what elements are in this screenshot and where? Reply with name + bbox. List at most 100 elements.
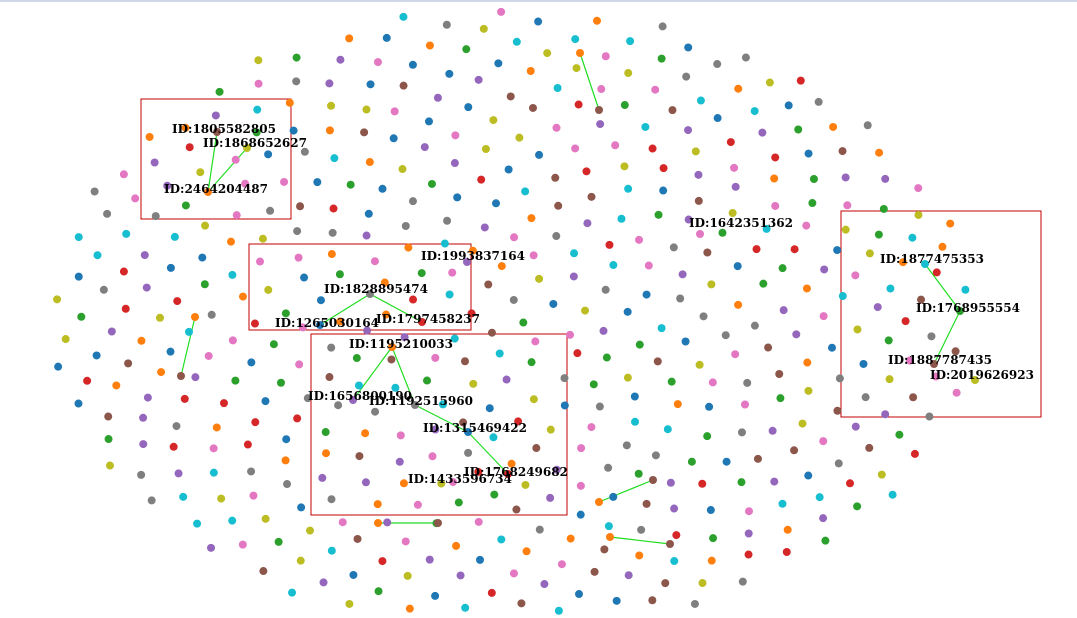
graph-node[interactable] (461, 603, 470, 612)
graph-node[interactable] (329, 204, 338, 213)
graph-node[interactable] (574, 100, 583, 109)
graph-node[interactable] (834, 459, 843, 468)
graph-node[interactable] (566, 330, 575, 339)
graph-node[interactable] (361, 429, 370, 438)
graph-node[interactable] (648, 144, 657, 153)
graph-node[interactable] (401, 221, 410, 230)
graph-node-n1887787435[interactable] (930, 360, 938, 368)
graph-node[interactable] (707, 280, 716, 289)
graph-node[interactable] (611, 141, 620, 150)
graph-node[interactable] (215, 87, 224, 96)
graph-node[interactable] (53, 295, 62, 304)
graph-node[interactable] (373, 500, 382, 509)
graph-node[interactable] (595, 402, 604, 411)
graph-node[interactable] (694, 170, 703, 179)
graph-node-n1768249682[interactable] (504, 470, 512, 478)
graph-node[interactable] (804, 386, 813, 395)
graph-node[interactable] (961, 285, 970, 294)
graph-node[interactable] (139, 413, 148, 422)
graph-node[interactable] (895, 430, 904, 439)
graph-node[interactable] (459, 418, 468, 427)
graph-node[interactable] (303, 394, 312, 403)
graph-node[interactable] (316, 296, 325, 305)
graph-node[interactable] (179, 492, 188, 501)
graph-node[interactable] (863, 121, 872, 130)
graph-node[interactable] (254, 79, 263, 88)
graph-node[interactable] (910, 449, 919, 458)
graph-node[interactable] (827, 343, 836, 352)
graph-node[interactable] (243, 440, 252, 449)
graph-node[interactable] (881, 174, 890, 183)
graph-node[interactable] (684, 126, 693, 135)
graph-node[interactable] (249, 491, 258, 500)
graph-node[interactable] (670, 504, 679, 513)
graph-node[interactable] (228, 516, 237, 525)
graph-node[interactable] (517, 599, 526, 608)
graph-node[interactable] (211, 111, 220, 120)
graph-node[interactable] (99, 285, 108, 294)
graph-node[interactable] (373, 58, 382, 67)
graph-node[interactable] (759, 279, 768, 288)
graph-node[interactable] (682, 72, 691, 81)
graph-node[interactable] (137, 336, 146, 345)
graph-node[interactable] (668, 106, 677, 115)
graph-node[interactable] (445, 69, 454, 78)
graph-node[interactable] (474, 75, 483, 84)
graph-node[interactable] (833, 406, 842, 415)
graph-node[interactable] (687, 457, 696, 466)
graph-node[interactable] (325, 79, 334, 88)
graph-node[interactable] (841, 225, 850, 234)
graph-node[interactable] (360, 128, 369, 137)
graph-node[interactable] (140, 251, 149, 260)
graph-node[interactable] (413, 500, 422, 509)
graph-node[interactable] (404, 243, 413, 252)
graph-node[interactable] (622, 441, 631, 450)
graph-node-n1805582805[interactable] (213, 128, 221, 136)
graph-node[interactable] (334, 401, 343, 410)
graph-node[interactable] (535, 150, 544, 159)
graph-node[interactable] (532, 444, 541, 453)
graph-node[interactable] (139, 440, 148, 449)
graph-node[interactable] (258, 234, 267, 243)
graph-node[interactable] (282, 435, 291, 444)
graph-node[interactable] (571, 144, 580, 153)
graph-node[interactable] (209, 444, 218, 453)
graph-node[interactable] (173, 297, 182, 306)
graph-node[interactable] (635, 340, 644, 349)
graph-node[interactable] (296, 202, 305, 211)
graph-node[interactable] (722, 457, 731, 466)
graph-node[interactable] (391, 383, 400, 392)
graph-node[interactable] (349, 570, 358, 579)
graph-node[interactable] (474, 467, 483, 476)
graph-node-n1195210033[interactable] (388, 343, 396, 351)
graph-node[interactable] (169, 442, 178, 451)
graph-node[interactable] (657, 324, 666, 333)
graph-node[interactable] (778, 264, 787, 273)
graph-node[interactable] (601, 285, 610, 294)
graph-node[interactable] (778, 499, 787, 508)
graph-node[interactable] (405, 604, 414, 613)
graph-node[interactable] (669, 243, 678, 252)
graph-node[interactable] (293, 414, 302, 423)
graph-node[interactable] (779, 306, 788, 315)
graph-node[interactable] (207, 543, 216, 552)
graph-node[interactable] (399, 479, 408, 488)
graph-node[interactable] (298, 323, 307, 332)
graph-node[interactable] (634, 469, 643, 478)
graph-node[interactable] (145, 132, 154, 141)
graph-node[interactable] (651, 451, 660, 460)
graph-node[interactable] (209, 468, 218, 477)
graph-node[interactable] (582, 167, 591, 176)
graph-node[interactable] (74, 272, 83, 281)
graph-node[interactable] (612, 596, 621, 605)
graph-node[interactable] (460, 357, 469, 366)
graph-node[interactable] (383, 518, 392, 527)
graph-node[interactable] (853, 325, 862, 334)
graph-node[interactable] (535, 525, 544, 534)
graph-node[interactable] (374, 519, 382, 527)
graph-node[interactable] (744, 507, 753, 516)
graph-node[interactable] (635, 551, 644, 560)
graph-node[interactable] (631, 417, 640, 426)
graph-node[interactable] (705, 402, 714, 411)
graph-node[interactable] (881, 410, 890, 419)
